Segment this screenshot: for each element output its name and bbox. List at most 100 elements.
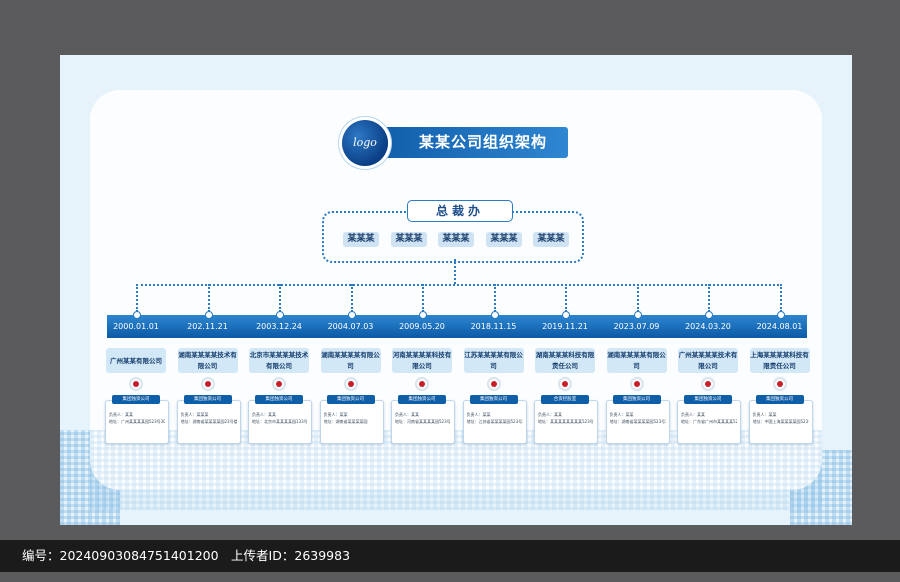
branch-company: 湖南某某某某技术有限公司 bbox=[177, 348, 238, 373]
branch-date: 2024.03.20 bbox=[685, 322, 731, 331]
connector-drop bbox=[136, 284, 138, 312]
branch-date: 2004.07.03 bbox=[327, 322, 374, 331]
branch-card-line: 地址：湖南省某某某某园23号楼某某某号 bbox=[180, 419, 237, 424]
location-pin-icon bbox=[272, 377, 286, 391]
branch-card-line: 地址：江苏省某某某某园523号303室 bbox=[466, 419, 523, 424]
branch-company: 北京市某某某某技术有限公司 bbox=[249, 348, 309, 373]
branch-card bbox=[677, 400, 741, 444]
title-bar bbox=[358, 127, 568, 158]
branch-date: 2018.11.15 bbox=[470, 322, 517, 331]
timeline-node bbox=[133, 311, 141, 319]
branch-card-line: 地址：湖南省某某某某园 bbox=[323, 419, 368, 424]
branch-dept: 合资控股室 bbox=[541, 395, 589, 404]
connector-drop bbox=[279, 284, 281, 312]
connector-drop bbox=[779, 284, 782, 312]
connector-horizontal bbox=[136, 284, 779, 286]
branch-date: 2009.05.20 bbox=[399, 322, 445, 331]
connector-drop bbox=[422, 284, 424, 312]
branch-card-line: 负责人：某某 bbox=[252, 412, 276, 417]
branch-company: 广州某某有限公司 bbox=[106, 348, 166, 373]
branch-company-label: 湖南某某某某有限公司 bbox=[607, 351, 666, 370]
timeline-node bbox=[776, 311, 785, 319]
connector-drop bbox=[708, 284, 710, 312]
branch-card-line: 地址：某某某某某某某某523号303室 bbox=[538, 419, 594, 424]
timeline-node bbox=[419, 311, 427, 319]
branch-card-line: 负责人：某某 bbox=[681, 412, 705, 417]
footer-info: 编号：20240903084751401200 上传者ID：2639983 bbox=[22, 548, 351, 563]
branch-card-line: 地址：北京市某某某某园133号 bbox=[252, 419, 308, 424]
connector-drop bbox=[207, 284, 210, 312]
ceo-member: 某某某 bbox=[391, 232, 427, 247]
branch-card-line: 地址：中国上海某某某某园523号303室 bbox=[752, 419, 809, 424]
timeline-node bbox=[562, 311, 570, 319]
logo: logo bbox=[342, 120, 388, 166]
connector-drop bbox=[636, 284, 639, 312]
branch-company-label: 上海某某某某科技有限责任公司 bbox=[750, 351, 809, 370]
connector-drop bbox=[350, 284, 353, 312]
location-pin-icon bbox=[772, 377, 787, 391]
timeline-bar bbox=[107, 315, 807, 338]
timeline-node bbox=[705, 311, 713, 319]
branch-card bbox=[176, 400, 241, 444]
timeline-node bbox=[490, 311, 499, 319]
branch-company: 湖南某某某某有限公司 bbox=[606, 348, 667, 373]
branch-company: 河南某某某某科技有限公司 bbox=[392, 348, 452, 373]
branch-card bbox=[534, 400, 598, 444]
branch-company: 广州某某某某技术有限公司 bbox=[678, 348, 738, 373]
branch-card-line: 负责人：某某 bbox=[109, 412, 133, 417]
branch-company-label: 河南某某某某科技有限公司 bbox=[392, 351, 452, 370]
timeline-node bbox=[633, 311, 642, 319]
branch-company: 湖南某某某某有限公司 bbox=[320, 348, 381, 373]
branch-card bbox=[605, 400, 670, 444]
branch-dept: 集团独资公司 bbox=[326, 395, 375, 404]
branch-card-line: 负责人：某某 bbox=[609, 412, 634, 417]
ceo-member: 某某某 bbox=[533, 232, 569, 247]
branch-company-label: 广州某某某某技术有限公司 bbox=[678, 351, 738, 370]
branch-company-label: 广州某某有限公司 bbox=[110, 356, 162, 365]
ceo-office-label: 总裁办 bbox=[407, 200, 513, 222]
branch-date: 2003.12.24 bbox=[256, 322, 302, 331]
branch-date: 2019.11.21 bbox=[542, 322, 588, 331]
branch-dept: 集团独资公司 bbox=[684, 395, 732, 404]
ceo-member: 某某某 bbox=[486, 232, 522, 247]
branch-dept: 集团独资公司 bbox=[112, 395, 160, 404]
location-pin-icon bbox=[701, 377, 715, 391]
page-title: 某某公司组织架构 bbox=[418, 133, 547, 151]
branch-card-line: 地址：广州某某某某园523号303室 bbox=[109, 419, 165, 424]
branch-date: 202.11.21 bbox=[187, 322, 228, 331]
location-pin-icon bbox=[558, 377, 572, 391]
branch-card-line: 地址：湖南省某某某某园523号303室 bbox=[609, 419, 666, 424]
branch-dept: 集团独资公司 bbox=[612, 395, 661, 404]
location-pin-icon bbox=[415, 377, 429, 391]
location-pin-icon bbox=[129, 377, 143, 391]
branch-dept: 集团独资公司 bbox=[398, 395, 446, 404]
branch-dept: 集团独资公司 bbox=[755, 395, 804, 404]
branch-card bbox=[105, 400, 169, 444]
branch-company-label: 湖南某某某某有限公司 bbox=[321, 351, 380, 370]
location-pin-icon bbox=[343, 377, 358, 391]
footer-bar bbox=[0, 540, 900, 572]
branch-dept: 集团独资公司 bbox=[255, 395, 303, 404]
location-pin-icon bbox=[486, 377, 501, 391]
branch-card-line: 负责人：某某 bbox=[752, 412, 777, 417]
branch-date: 2000.01.01 bbox=[113, 322, 159, 331]
branch-card-line: 负责人：某某 bbox=[323, 412, 348, 417]
branch-dept: 集团独资公司 bbox=[469, 395, 518, 404]
branch-card-line: 地址：河南省某某某某园523号303室 bbox=[395, 419, 451, 424]
branch-card-line: 负责人：某某 bbox=[395, 412, 419, 417]
ceo-member: 某某某 bbox=[438, 232, 474, 247]
branch-company-label: 北京市某某某某技术有限公司 bbox=[249, 351, 309, 370]
branch-company-label: 湖南某某某某技术有限公司 bbox=[178, 351, 237, 370]
branch-company: 江苏某某某某有限公司 bbox=[463, 348, 524, 373]
branch-date: 2024.08.01 bbox=[756, 322, 803, 331]
ceo-member: 某某某 bbox=[343, 232, 379, 247]
branch-company: 湖南某某某科技有限责任公司 bbox=[535, 348, 595, 373]
branch-company: 上海某某某某科技有限责任公司 bbox=[749, 348, 810, 373]
connector-drop bbox=[565, 284, 567, 312]
branch-card-line: 负责人：某某某 bbox=[180, 412, 209, 417]
branch-date: 2023.07.09 bbox=[613, 322, 660, 331]
timeline-node bbox=[276, 311, 284, 319]
connector-vertical bbox=[454, 259, 456, 284]
branch-card-line: 负责人：某某 bbox=[538, 412, 562, 417]
location-pin-icon bbox=[629, 377, 644, 391]
